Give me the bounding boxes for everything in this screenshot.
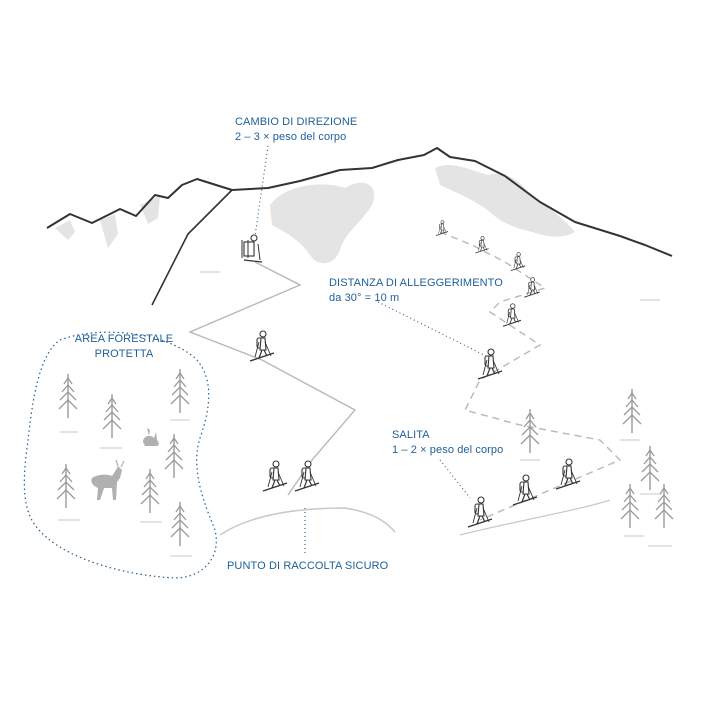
label-line2: PROTETTA — [94, 348, 154, 360]
tree-icon — [640, 445, 660, 491]
label-title: DISTANZA DI ALLEGGERIMENTO — [329, 277, 503, 289]
skier-icon — [475, 236, 489, 254]
skier-icon — [435, 220, 449, 236]
tree-icon — [170, 368, 190, 414]
leader-lines — [254, 145, 489, 555]
tree-icon — [620, 483, 640, 529]
label-direction-change: CAMBIO DI DIREZIONE 2 – 3 × peso del cor… — [235, 115, 357, 145]
label-line1: AREA FORESTALE — [74, 333, 174, 345]
label-relief-distance: DISTANZA DI ALLEGGERIMENTO da 30° = 10 m — [329, 276, 503, 306]
skier-icon — [512, 474, 538, 506]
label-title: CAMBIO DI DIREZIONE — [235, 116, 358, 128]
tree-icon — [140, 468, 160, 514]
tree-icon — [56, 463, 76, 509]
skier-icon — [294, 460, 320, 492]
label-forest-area: AREA FORESTALE PROTETTA — [72, 332, 176, 362]
skier-icon — [262, 460, 288, 492]
label-ascent: SALITA 1 – 2 × peso del corpo — [392, 428, 503, 458]
collection-hill — [219, 507, 396, 536]
skier-icon — [477, 348, 503, 380]
skier-icon — [467, 496, 493, 528]
slope-hill — [459, 499, 611, 536]
label-safe-point: PUNTO DI RACCOLTA SICURO — [227, 559, 388, 574]
ground-marks — [58, 271, 672, 557]
tree-icon — [622, 388, 642, 434]
tree-icon — [58, 373, 78, 419]
label-sub: 2 – 3 × peso del corpo — [235, 131, 347, 143]
label-title: PUNTO DI RACCOLTA SICURO — [227, 560, 389, 572]
skier-icon — [555, 458, 581, 490]
deer-icon — [91, 459, 125, 500]
forest-boundary — [23, 331, 217, 579]
label-sub: da 30° = 10 m — [329, 292, 400, 304]
tree-icon — [170, 501, 190, 547]
label-title: SALITA — [392, 429, 430, 441]
skiers — [241, 220, 581, 528]
skier-icon — [502, 303, 522, 327]
ascent-tracks — [188, 231, 622, 521]
mountain-ridge — [46, 147, 673, 257]
label-sub: 1 – 2 × peso del corpo — [392, 444, 504, 456]
tree-icon — [654, 483, 674, 529]
skier-icon — [241, 234, 263, 263]
tree-icon — [164, 433, 184, 479]
tree-icon — [102, 393, 122, 439]
slope-line — [151, 189, 233, 306]
forest-trees — [56, 368, 674, 547]
snow-patches — [55, 165, 575, 264]
tree-icon — [520, 408, 540, 454]
hare-icon — [143, 428, 159, 446]
skier-icon — [510, 252, 526, 272]
